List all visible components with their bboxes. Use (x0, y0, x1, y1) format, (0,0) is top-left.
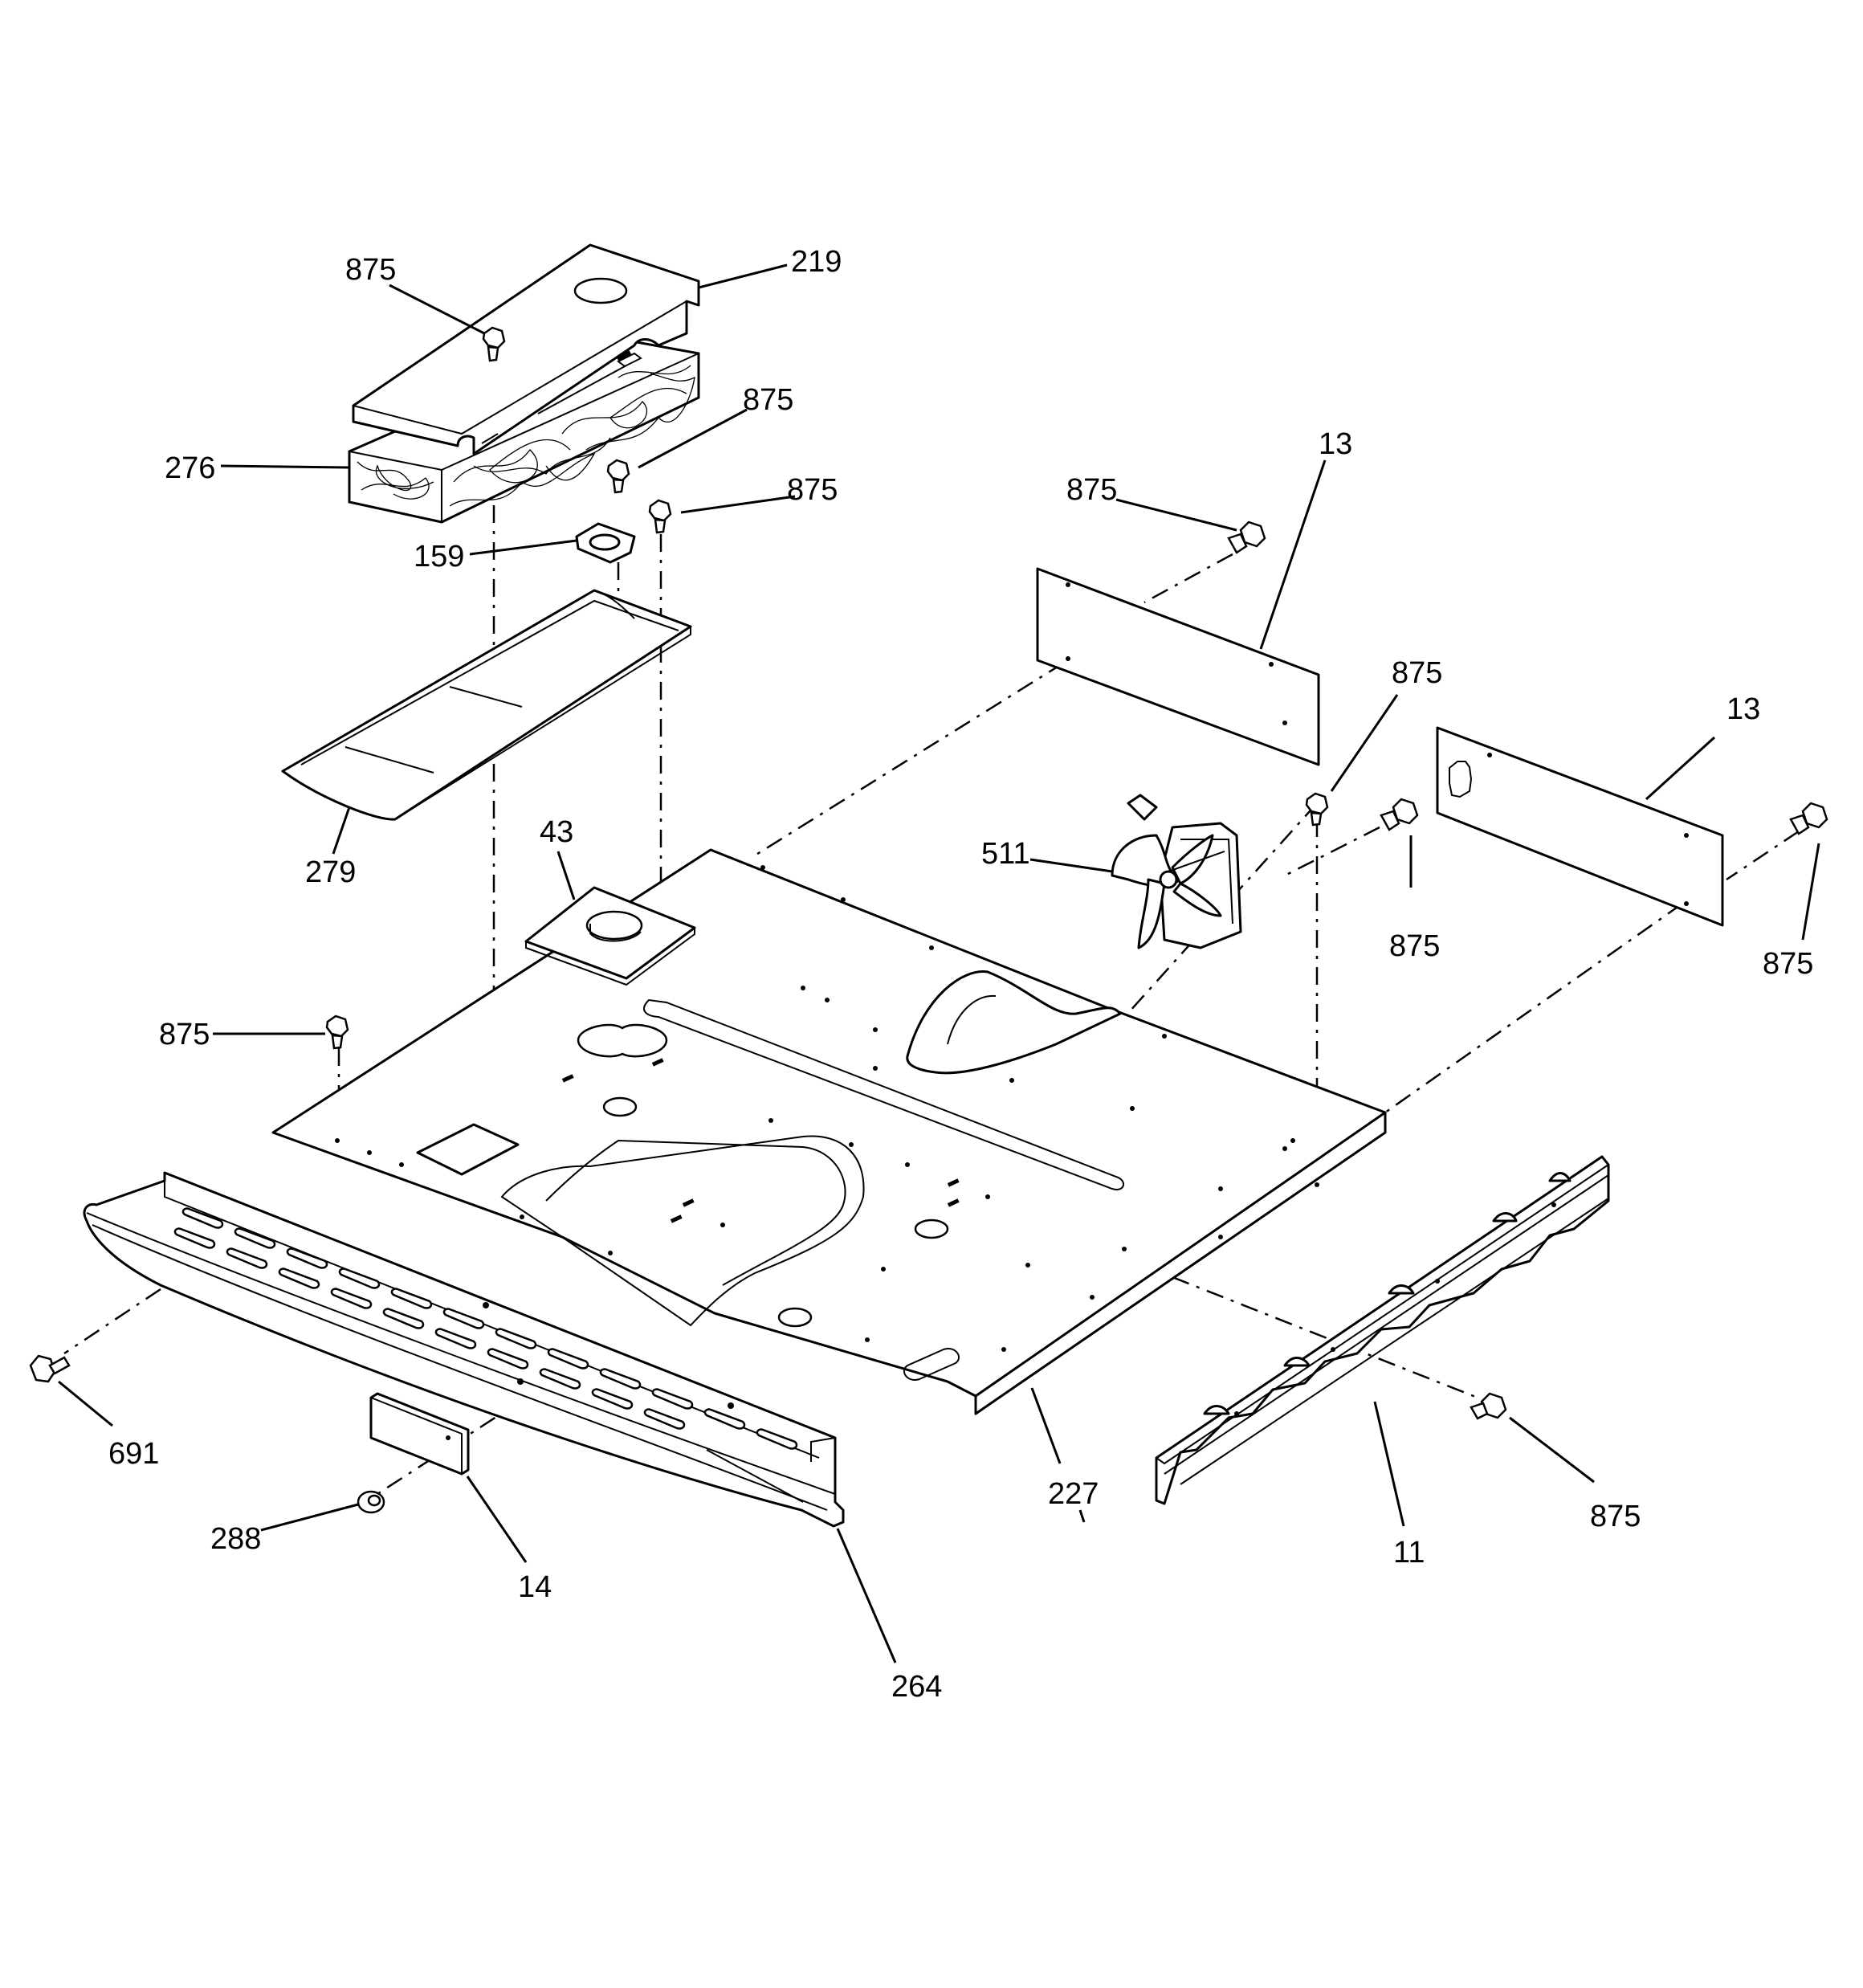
part-159-thermostat (575, 522, 636, 564)
part-43-plate (524, 886, 696, 986)
screw-icon-bottom (1470, 1392, 1507, 1420)
screw-icon-r1 (1380, 798, 1419, 831)
screw-icon-mid (1305, 792, 1329, 827)
callout-13-b: 13 (1726, 692, 1760, 726)
screw-icon-left (325, 1014, 349, 1050)
callout-11: 11 (1393, 1536, 1425, 1570)
screw-icon-panel (1227, 520, 1266, 554)
callout-875-b: 875 (787, 473, 838, 507)
callout-264: 264 (891, 1670, 942, 1704)
callout-875-r2: 875 (1763, 947, 1813, 981)
part-511-fan-motor (1111, 794, 1242, 949)
callout-875-mid: 875 (1392, 656, 1442, 690)
screw-icon-r2 (1789, 802, 1828, 835)
callout-276: 276 (165, 451, 215, 485)
screw-icon-b (648, 499, 672, 534)
callout-875-a: 875 (743, 383, 793, 417)
callout-875-panel: 875 (1066, 473, 1117, 507)
part-13-access-panel-a (1036, 567, 1320, 766)
screw-icon-top (482, 326, 506, 362)
part-227-main-panel (271, 848, 1387, 1415)
part-11-rail-bracket (1155, 1155, 1610, 1505)
callout-511: 511 (981, 837, 1030, 871)
callout-875-bottom: 875 (1590, 1500, 1641, 1533)
callout-875-r1: 875 (1389, 929, 1440, 963)
part-13-access-panel-b (1436, 726, 1724, 927)
callout-13-a: 13 (1319, 427, 1352, 461)
callout-43: 43 (540, 815, 573, 849)
vent-slots (173, 1207, 798, 1450)
screw-icon-691 (29, 1354, 71, 1383)
screw-icon-288 (357, 1490, 385, 1514)
part-219-cover (352, 243, 700, 455)
callout-14: 14 (518, 1570, 552, 1604)
screw-icon-a (606, 459, 630, 494)
part-276-insulation (348, 336, 700, 524)
callout-219: 219 (791, 245, 842, 279)
callout-875-left: 875 (159, 1018, 210, 1051)
part-264-vent-trim (83, 1171, 845, 1528)
part-14-plate (369, 1392, 470, 1476)
callout-159: 159 (414, 540, 464, 574)
leader-lines (58, 263, 1820, 1663)
part-279-duct (281, 589, 692, 821)
callout-279: 279 (305, 855, 356, 889)
callout-691: 691 (108, 1437, 159, 1471)
callout-875-top: 875 (345, 253, 396, 287)
callout-227: 227 (1048, 1477, 1099, 1511)
callout-288: 288 (210, 1522, 261, 1556)
callout-labels: 875 219 276 875 875 159 279 43 875 13 87… (108, 245, 1813, 1704)
